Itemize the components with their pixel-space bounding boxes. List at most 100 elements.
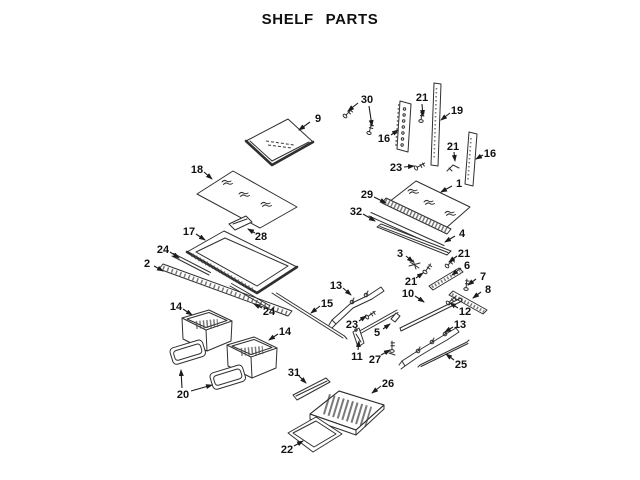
part-number-label: 17 (183, 226, 195, 238)
part-number-label: 22 (281, 444, 293, 456)
part-20-front-right (208, 363, 247, 391)
part-19-rail (430, 82, 442, 167)
callout-arrow (268, 333, 279, 341)
callout-22: 22 (281, 440, 304, 456)
callout-20: 20 (177, 369, 213, 401)
part-20-front-left (168, 338, 207, 366)
callout-arrow (195, 233, 206, 241)
callout-arrow (415, 272, 424, 279)
callout-12: 12 (449, 302, 471, 318)
part-13-right-bracket (398, 327, 460, 370)
callout-arrow (169, 251, 180, 259)
callout-arrow (153, 265, 164, 272)
parts-linework (158, 82, 488, 453)
callout-arrow (380, 349, 391, 356)
part-number-label: 7 (480, 271, 486, 283)
part-3-fastener (408, 259, 421, 270)
part-25-rod (417, 339, 470, 368)
callout-29: 29 (361, 189, 387, 204)
callout-arrow (247, 228, 256, 235)
callout-arrow (420, 103, 425, 117)
part-number-label: 6 (464, 260, 470, 272)
part-24-rail-lower (229, 283, 270, 309)
callout-arrow (405, 255, 414, 263)
callout-14: 14 (268, 326, 292, 341)
callout-21: 21 (447, 141, 459, 162)
callout-18: 18 (191, 164, 213, 180)
callout-arrow (382, 323, 391, 330)
part-23-screw-top (412, 160, 426, 173)
callout-arrow (467, 278, 477, 286)
callout-25: 25 (445, 353, 467, 371)
part-number-label: 29 (361, 189, 373, 201)
part-17-shelf-frame (185, 230, 299, 295)
part-5-rail (355, 309, 401, 336)
part-number-label: 9 (315, 113, 321, 125)
callout-21: 21 (416, 92, 428, 117)
callout-arrow (444, 326, 454, 333)
callout-arrow (355, 340, 361, 351)
part-6-rail (428, 267, 464, 291)
callout-9: 9 (298, 113, 321, 131)
part-number-label: 27 (369, 354, 381, 366)
callout-arrow (203, 171, 213, 180)
callout-arrow (414, 295, 425, 303)
callout-arrow (445, 353, 455, 361)
callout-30: 30 (347, 94, 374, 127)
part-21-screw-top (414, 110, 429, 126)
callout-arrow (449, 302, 459, 309)
callout-7: 7 (467, 271, 486, 286)
callout-17: 17 (183, 226, 206, 241)
part-number-label: 14 (170, 301, 183, 313)
part-number-label: 25 (455, 359, 467, 371)
part-number-label: 20 (177, 389, 189, 401)
part-number-label: 23 (346, 319, 358, 331)
callout-arrow (190, 384, 213, 392)
part-7-screw (459, 278, 474, 294)
callout-24: 24 (157, 244, 180, 259)
part-21-bracket (446, 164, 460, 172)
part-number-label: 21 (416, 92, 428, 104)
callout-13: 13 (330, 280, 352, 296)
callout-26: 26 (371, 378, 394, 394)
part-16-left-rail (395, 100, 412, 153)
part-9-glass-shelf (244, 118, 315, 167)
part-28-bracket (228, 215, 253, 231)
callout-arrow (347, 102, 359, 112)
callout-arrow (298, 375, 307, 384)
callout-27: 27 (369, 349, 391, 366)
callout-arrow (368, 105, 374, 127)
callout-14: 14 (170, 301, 193, 316)
part-number-label: 12 (459, 306, 471, 318)
part-number-label: 21 (447, 141, 459, 153)
callout-28: 28 (247, 228, 267, 243)
callout-arrow (182, 308, 193, 316)
callout-arrow (440, 185, 453, 193)
part-number-label: 28 (255, 231, 267, 243)
part-number-label: 5 (374, 327, 380, 339)
part-21-screw-right (443, 258, 455, 270)
part-number-label: 13 (454, 319, 466, 331)
part-number-label: 10 (402, 288, 414, 300)
part-number-label: 16 (484, 148, 496, 160)
callout-4: 4 (444, 228, 466, 243)
callout-arrow (373, 196, 387, 204)
part-4-rail (376, 223, 452, 256)
callout-8: 8 (472, 284, 491, 299)
part-number-label: 23 (390, 162, 402, 174)
callout-arrow (371, 385, 382, 394)
part-number-label: 21 (405, 276, 417, 288)
part-18-glass-panel (196, 170, 298, 229)
callout-arrow (444, 235, 456, 243)
part-31-strip (292, 377, 331, 401)
part-number-label: 18 (191, 164, 203, 176)
part-8-rail (448, 290, 488, 315)
part-23-screw-lower (363, 309, 377, 322)
callout-arrow (440, 112, 451, 121)
callout-21: 21 (448, 248, 470, 263)
part-15-rod (271, 292, 348, 340)
callout-3: 3 (397, 248, 414, 263)
callout-10: 10 (402, 288, 425, 303)
callout-11: 11 (351, 340, 363, 363)
